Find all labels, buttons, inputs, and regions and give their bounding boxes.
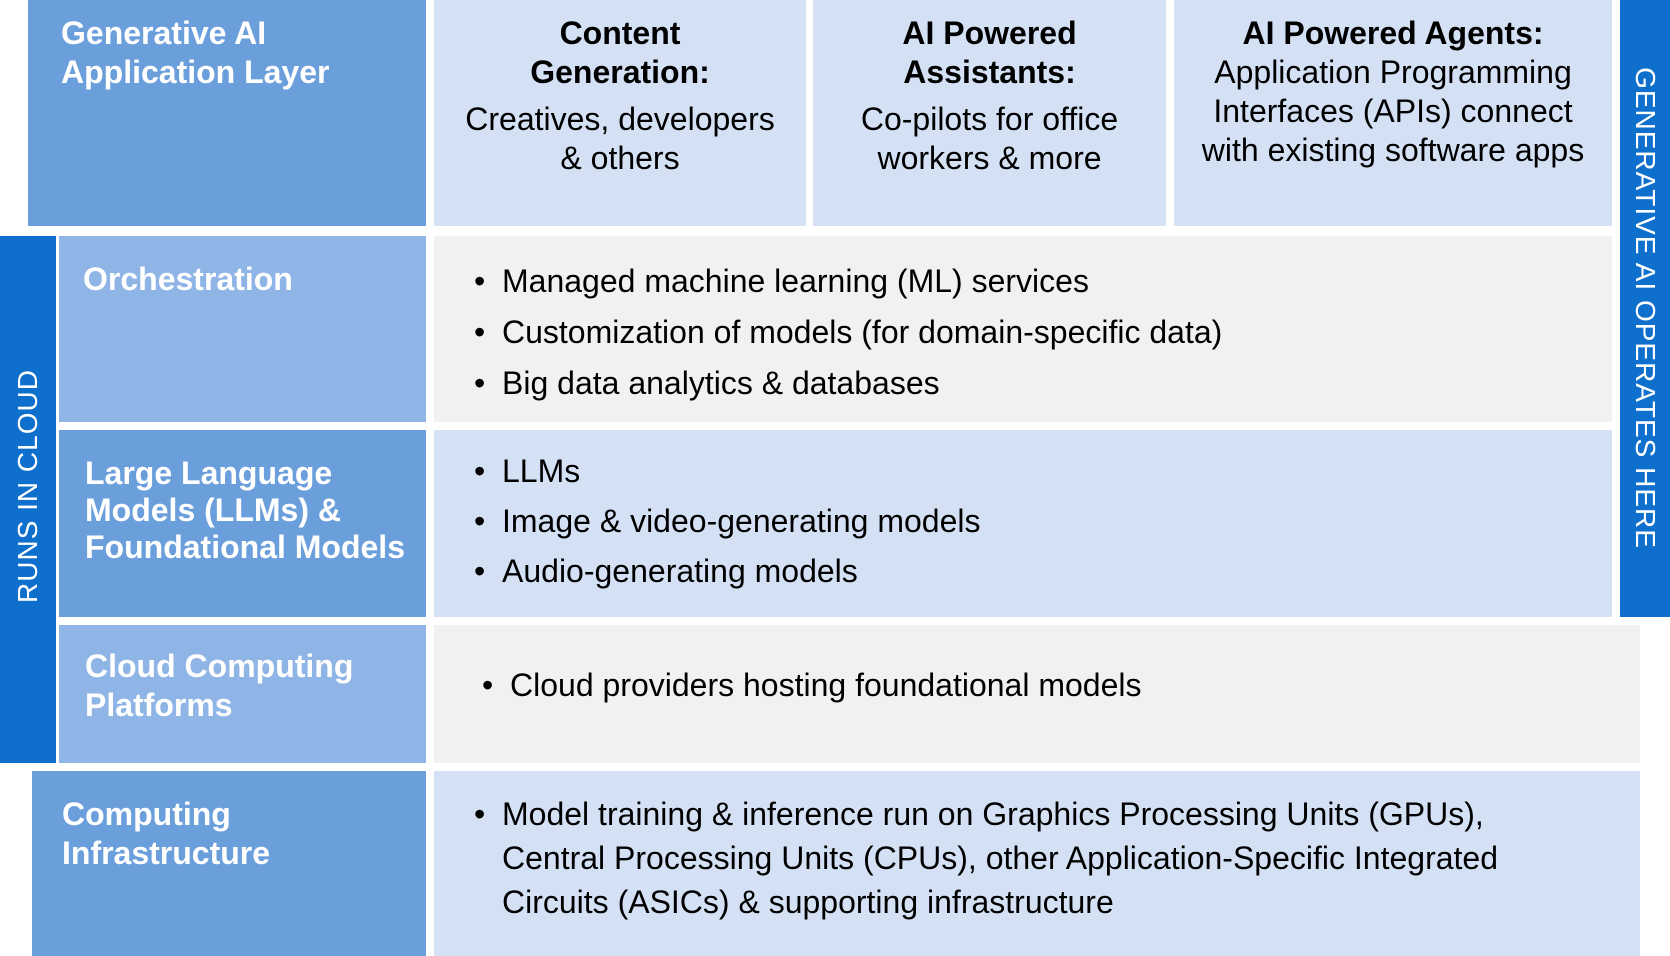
generative-ai-operates-text: GENERATIVE AI OPERATES HERE xyxy=(1630,67,1661,549)
cloud-platforms-list: Cloud providers hosting foundational mod… xyxy=(482,665,1640,705)
orchestration-cell: Managed machine learning (ML) services C… xyxy=(434,236,1612,422)
application-layer-label: Generative AI Application Layer xyxy=(28,0,426,226)
runs-in-cloud-text: RUNS IN CLOUD xyxy=(12,369,43,603)
orchestration-label: Orchestration xyxy=(59,236,426,422)
orchestration-title: Orchestration xyxy=(83,261,293,297)
ai-assistants-desc: Co-pilots for office workers & more xyxy=(860,101,1119,176)
infrastructure-list: Model training & inference run on Graphi… xyxy=(474,792,1554,924)
generative-ai-operates-band: GENERATIVE AI OPERATES HERE xyxy=(1620,0,1670,617)
infrastructure-label: Computing Infrastructure xyxy=(32,771,426,956)
ai-agents-title: AI Powered Agents: xyxy=(1242,15,1544,51)
infrastructure-cell: Model training & inference run on Graphi… xyxy=(434,771,1640,956)
content-generation-desc: Creatives, developers & others xyxy=(465,101,775,176)
list-item: Cloud providers hosting foundational mod… xyxy=(482,665,1640,705)
cloud-platforms-label: Cloud Computing Platforms xyxy=(59,625,426,763)
cloud-platforms-cell: Cloud providers hosting foundational mod… xyxy=(434,625,1640,763)
list-item: Image & video-generating models xyxy=(474,496,1612,546)
models-cell: LLMs Image & video-generating models Aud… xyxy=(434,430,1612,617)
ai-agents-cell: AI Powered Agents: Application Programmi… xyxy=(1174,0,1612,226)
orchestration-list: Managed machine learning (ML) services C… xyxy=(474,256,1612,409)
application-layer-title: Generative AI Application Layer xyxy=(61,15,330,90)
list-item: Managed machine learning (ML) services xyxy=(474,256,1612,307)
cloud-platforms-title: Cloud Computing Platforms xyxy=(85,648,354,723)
infrastructure-title: Computing Infrastructure xyxy=(62,796,271,871)
list-item: Model training & inference run on Graphi… xyxy=(474,792,1554,924)
list-item: LLMs xyxy=(474,446,1612,496)
content-generation-cell: Content Generation: Creatives, developer… xyxy=(434,0,806,226)
content-generation-title: Content Generation: xyxy=(530,15,710,90)
ai-assistants-cell: AI Powered Assistants: Co-pilots for off… xyxy=(813,0,1166,226)
ai-assistants-title: AI Powered Assistants: xyxy=(902,15,1077,90)
list-item: Audio-generating models xyxy=(474,546,1612,596)
models-label: Large Language Models (LLMs) & Foundatio… xyxy=(59,430,426,617)
list-item: Customization of models (for domain-spec… xyxy=(474,307,1612,358)
models-title: Large Language Models (LLMs) & Foundatio… xyxy=(85,455,405,565)
runs-in-cloud-band: RUNS IN CLOUD xyxy=(0,236,56,763)
models-list: LLMs Image & video-generating models Aud… xyxy=(474,446,1612,596)
ai-agents-desc: Application Programming Interfaces (APIs… xyxy=(1201,54,1585,168)
list-item: Big data analytics & databases xyxy=(474,358,1612,409)
